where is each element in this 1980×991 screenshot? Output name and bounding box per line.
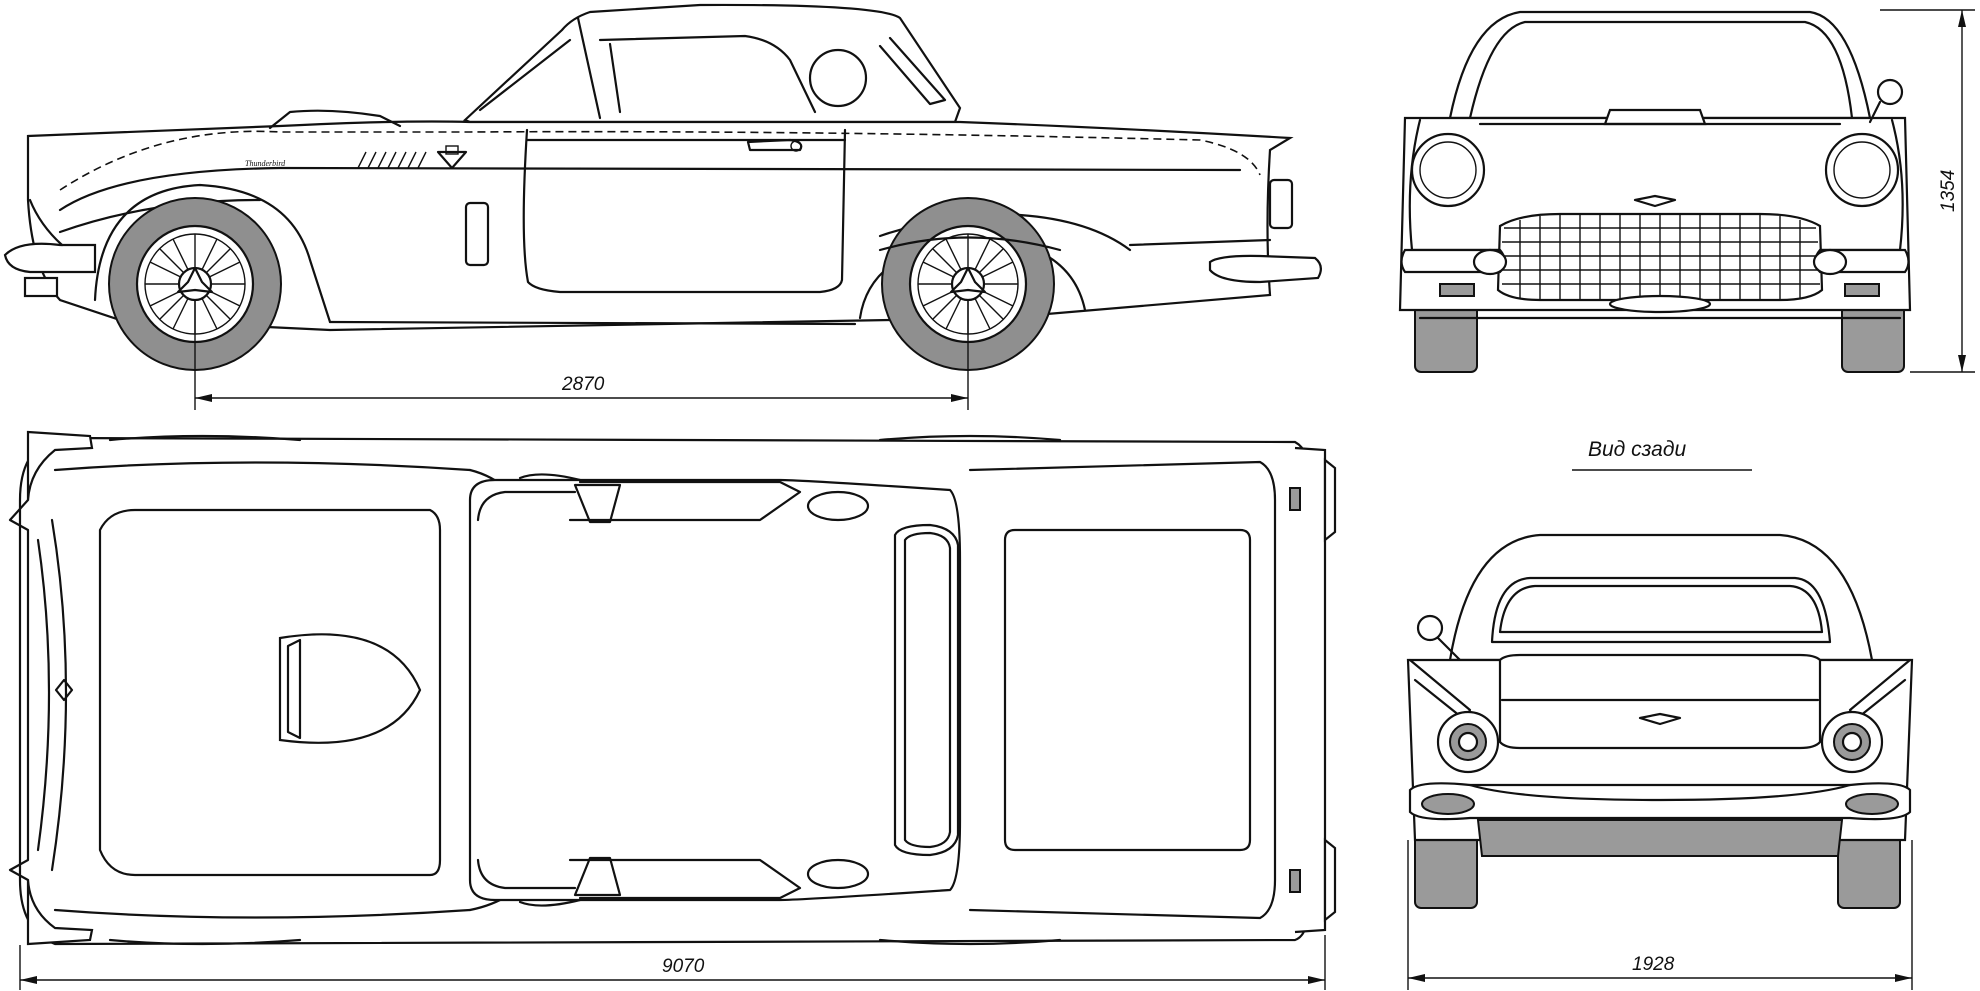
rear-view-caption: Вид сзади <box>1572 438 1752 471</box>
front-view <box>1398 10 1912 373</box>
width-dimension: 1928 <box>1407 840 1913 990</box>
length-dimension: 9070 <box>19 935 1326 990</box>
height-dimension: 1354 <box>1880 9 1975 373</box>
rear-view <box>1406 533 1914 909</box>
wheelbase-value: 2870 <box>561 374 605 395</box>
rear-view-label: Вид сзади <box>1588 438 1686 461</box>
side-view: Thunderbird <box>3 3 1322 371</box>
badge-script: Thunderbird <box>245 159 286 168</box>
length-value: 9070 <box>662 956 705 977</box>
top-view <box>8 430 1337 946</box>
wheelbase-dimension: 2870 <box>194 300 969 410</box>
width-value: 1928 <box>1632 954 1675 975</box>
grille-mesh <box>1502 214 1820 300</box>
height-value: 1354 <box>1938 170 1959 212</box>
